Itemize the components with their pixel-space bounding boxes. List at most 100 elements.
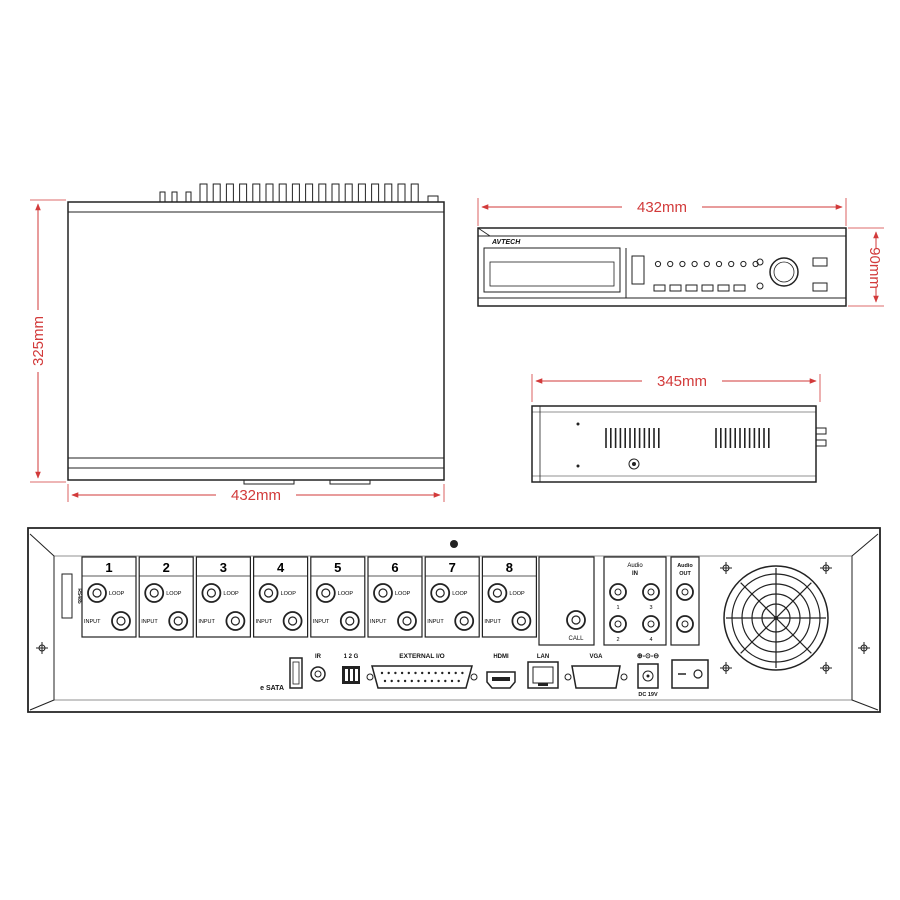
call-bnc-connector[interactable] (566, 610, 586, 630)
external-io-port[interactable] (366, 665, 478, 689)
top-view-connector (397, 183, 406, 203)
input-bnc-connector[interactable] (168, 611, 189, 631)
fan-icon (720, 562, 832, 674)
front-button-top[interactable] (812, 257, 828, 267)
loop-bnc-connector[interactable] (144, 583, 165, 603)
top-view-terminal (159, 191, 166, 203)
input-bnc-connector[interactable] (454, 611, 475, 631)
loop-bnc-connector[interactable] (258, 583, 279, 603)
top-view-connector (427, 195, 439, 203)
audio-in-1-jack[interactable] (609, 583, 627, 601)
vga-port[interactable] (564, 665, 628, 689)
channel-number: 6 (391, 560, 398, 575)
top-view-connector (239, 183, 248, 203)
front-led (654, 260, 662, 268)
top-view (67, 183, 445, 485)
top-view-connector (225, 183, 234, 203)
input-bnc-connector[interactable] (225, 611, 246, 631)
channel-number: 2 (163, 560, 170, 575)
hdmi-label: HDMI (493, 654, 509, 660)
top-view-connector (384, 183, 393, 203)
top-view-terminal (171, 191, 178, 203)
input-bnc-connector[interactable] (511, 611, 532, 631)
input-label: INPUT (141, 619, 158, 625)
lan-port[interactable] (527, 661, 559, 689)
top-view-connector (278, 183, 287, 203)
loop-bnc-connector[interactable] (201, 583, 222, 603)
audio-in-number: 1 (616, 605, 619, 611)
top-view-connector (305, 183, 314, 203)
audio-in-label: Audio (627, 563, 643, 569)
top-view-connector (371, 183, 380, 203)
audio-in-bay: Audio IN 1 3 2 4 (603, 556, 667, 646)
input-bnc-connector[interactable] (282, 611, 303, 631)
loop-label: LOOP (338, 591, 354, 597)
loop-label: LOOP (166, 591, 182, 597)
front-jog-dial[interactable] (769, 257, 799, 287)
side-view-body (531, 405, 817, 483)
channel-number: 7 (449, 560, 456, 575)
input-label: INPUT (84, 619, 101, 625)
loop-bnc-connector[interactable] (87, 583, 107, 603)
dimension-label-depth: 325mm (30, 316, 47, 366)
video-channels: 1LOOPINPUT2LOOPINPUT3LOOPINPUT4LOOPINPUT… (81, 556, 537, 638)
top-view-connector (344, 183, 353, 203)
audio-out-jack[interactable] (676, 583, 694, 601)
fan-screw (720, 562, 732, 574)
top-view-body (67, 201, 445, 481)
dimension-front-width: 432mm (477, 198, 847, 226)
audio-in-4-jack[interactable] (642, 615, 660, 633)
input-bnc-connector[interactable] (339, 611, 360, 631)
loop-bnc-connector[interactable] (315, 583, 336, 603)
hdmi-port[interactable] (486, 671, 516, 689)
top-view-connector (212, 183, 221, 203)
side-screw-icon (628, 458, 640, 470)
front-led (715, 260, 723, 268)
input-label: INPUT (370, 619, 387, 625)
dimension-side-depth: 345mm (531, 373, 821, 402)
front-led (667, 260, 674, 268)
front-button[interactable] (701, 284, 714, 292)
loop-bnc-connector[interactable] (487, 583, 508, 603)
audio-in-2-jack[interactable] (609, 615, 627, 633)
esata-label: e SATA (260, 685, 284, 692)
input-bnc-connector[interactable] (111, 611, 131, 631)
channel-number: 1 (105, 560, 112, 575)
side-view (531, 405, 827, 483)
call-label: CALL (568, 636, 584, 642)
front-button[interactable] (653, 284, 666, 292)
audio-out-jack[interactable] (676, 615, 694, 633)
fan-screw (720, 662, 732, 674)
input-label: INPUT (484, 619, 501, 625)
front-button-bottom[interactable] (812, 282, 828, 292)
ir-port[interactable] (310, 666, 326, 682)
loop-bnc-connector[interactable] (373, 583, 393, 603)
power-switch[interactable] (671, 659, 709, 689)
alarm-switch-block[interactable] (342, 666, 360, 684)
input-bnc-connector[interactable] (397, 611, 417, 631)
dimension-label-front-width: 432mm (637, 199, 687, 216)
audio-out-bay: Audio OUT (670, 556, 700, 646)
front-button[interactable] (669, 284, 682, 292)
audio-in-3-jack[interactable] (642, 583, 660, 601)
loop-label: LOOP (395, 591, 411, 597)
rs485-terminal[interactable]: RS485 (61, 573, 82, 619)
dimension-top-width: 432mm (67, 484, 445, 504)
dimension-label-top-width: 432mm (231, 487, 281, 504)
front-led-row (654, 260, 759, 268)
top-view-terminal (185, 191, 192, 203)
loop-bnc-connector[interactable] (430, 583, 451, 603)
front-button[interactable] (685, 284, 698, 292)
top-view-connector (199, 183, 208, 203)
dc-power-jack[interactable] (637, 663, 659, 689)
dimension-label-side-depth: 345mm (657, 373, 707, 390)
vga-label: VGA (589, 654, 603, 660)
front-button[interactable] (733, 284, 746, 292)
front-led (728, 260, 735, 268)
esata-port[interactable] (289, 657, 303, 689)
front-button[interactable] (717, 284, 730, 292)
